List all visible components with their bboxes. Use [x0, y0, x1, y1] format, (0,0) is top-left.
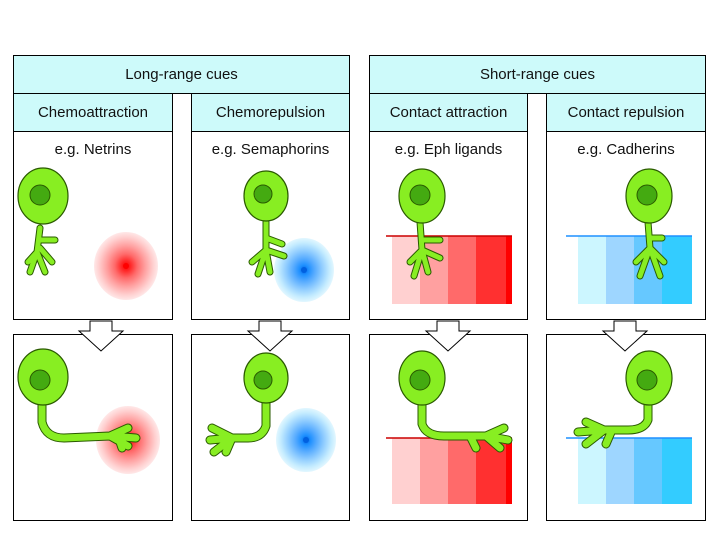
- contact-attractant-stripe-before: [386, 235, 512, 304]
- group-header-long-range: Long-range cues: [13, 55, 350, 94]
- example-chemorepulsion: e.g. Semaphorins: [211, 141, 330, 158]
- arrow-chemoattraction: [77, 320, 125, 352]
- neuron-chemoattraction-before: [17, 167, 69, 276]
- neuron-contact-repulsion-after: [573, 350, 673, 449]
- group-header-short-range: Short-range cues: [369, 55, 706, 94]
- neuron-chemorepulsion-before: [243, 170, 289, 278]
- group-header-long-range-label: Long-range cues: [125, 66, 238, 83]
- column-title-chemorepulsion: Chemorepulsion: [215, 104, 326, 121]
- arrow-contact-attraction: [424, 320, 472, 352]
- column-title-contact-attraction: Contact attraction: [389, 104, 508, 121]
- chemorepellent-gradient-after: [276, 408, 336, 472]
- contact-repellent-stripe-after: [566, 437, 692, 504]
- arrow-contact-repulsion: [601, 320, 649, 352]
- neuron-contact-repulsion-before: [625, 168, 673, 280]
- neuron-chemorepulsion-after: [205, 352, 289, 457]
- neuron-contact-attraction-after: [398, 350, 513, 453]
- column-title-contact-repulsion: Contact repulsion: [567, 104, 685, 121]
- neuron-chemoattraction-after: [17, 348, 141, 453]
- column-header-chemorepulsion: Chemorepulsion: [191, 93, 350, 132]
- arrow-chemorepulsion: [246, 320, 294, 352]
- chemoattractant-gradient-before: [94, 232, 158, 300]
- example-contact-repulsion: e.g. Cadherins: [577, 141, 675, 158]
- group-header-short-range-label: Short-range cues: [479, 66, 596, 83]
- column-header-contact-attraction: Contact attraction: [369, 93, 528, 132]
- chemorepellent-gradient-before: [274, 238, 334, 302]
- contact-repellent-stripe-before: [566, 235, 692, 304]
- column-header-contact-repulsion: Contact repulsion: [546, 93, 706, 132]
- column-title-chemoattraction: Chemoattraction: [37, 104, 149, 121]
- example-chemoattraction: e.g. Netrins: [54, 141, 132, 158]
- example-contact-attraction: e.g. Eph ligands: [394, 141, 503, 158]
- neuron-contact-attraction-before: [398, 168, 446, 280]
- column-header-chemoattraction: Chemoattraction: [13, 93, 173, 132]
